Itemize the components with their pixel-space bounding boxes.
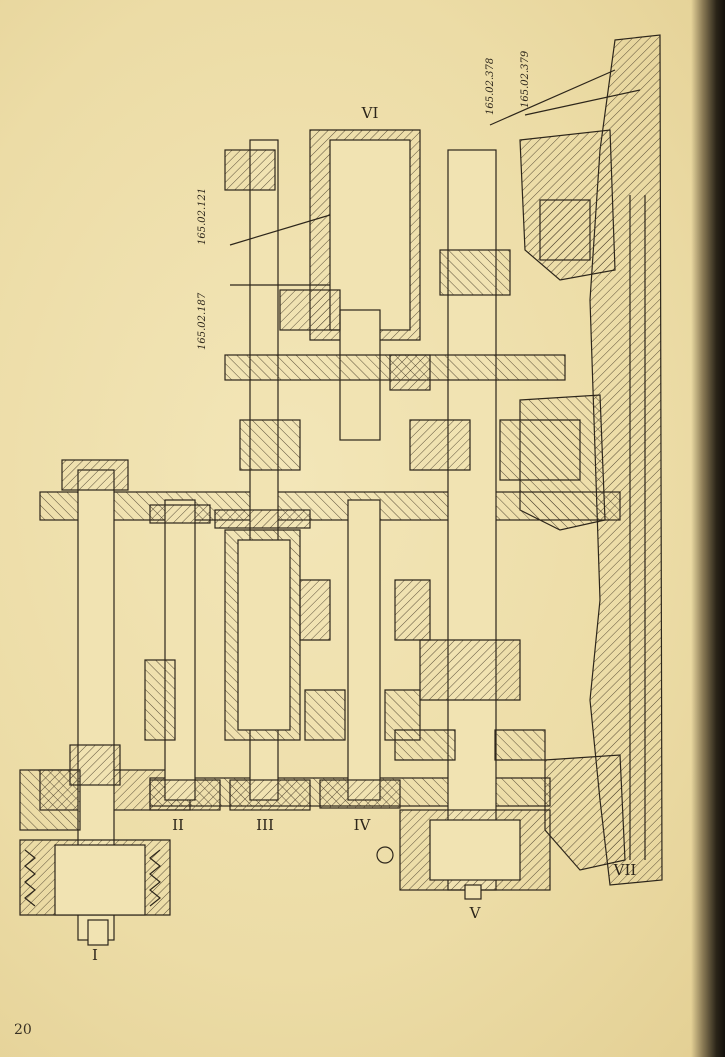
shaft-label-I: I — [92, 946, 98, 964]
part-label-165-02-187: 165.02.187 — [197, 292, 208, 350]
housing-wall — [39, 491, 621, 811]
part-number-labels: 165.02.121 165.02.187 165.02.378 165.02.… — [197, 50, 531, 350]
shaft-label-IV: IV — [354, 816, 372, 834]
part-label-165-02-121: 165.02.121 — [197, 188, 208, 245]
shaft-V — [376, 149, 551, 900]
shaft-III — [214, 139, 311, 811]
page-number: 20 — [14, 1022, 32, 1038]
shaft-label-II: II — [172, 816, 184, 834]
shaft-VI — [224, 129, 566, 441]
shaft-labels: I II III IV V VI VII — [92, 104, 636, 964]
shaft-II — [144, 499, 221, 811]
shaft-IV — [299, 499, 431, 809]
shaft-label-III: III — [256, 816, 274, 834]
shaft-I — [19, 459, 171, 946]
support-bracket — [409, 199, 591, 481]
shaft-label-VII: VII — [613, 861, 637, 879]
part-label-165-02-378: 165.02.378 — [485, 58, 496, 115]
shaft-label-V: V — [469, 904, 482, 922]
part-label-165-02-379: 165.02.379 — [520, 50, 531, 108]
shaft-label-VI: VI — [361, 104, 379, 122]
page-binding-edge — [691, 0, 725, 1057]
